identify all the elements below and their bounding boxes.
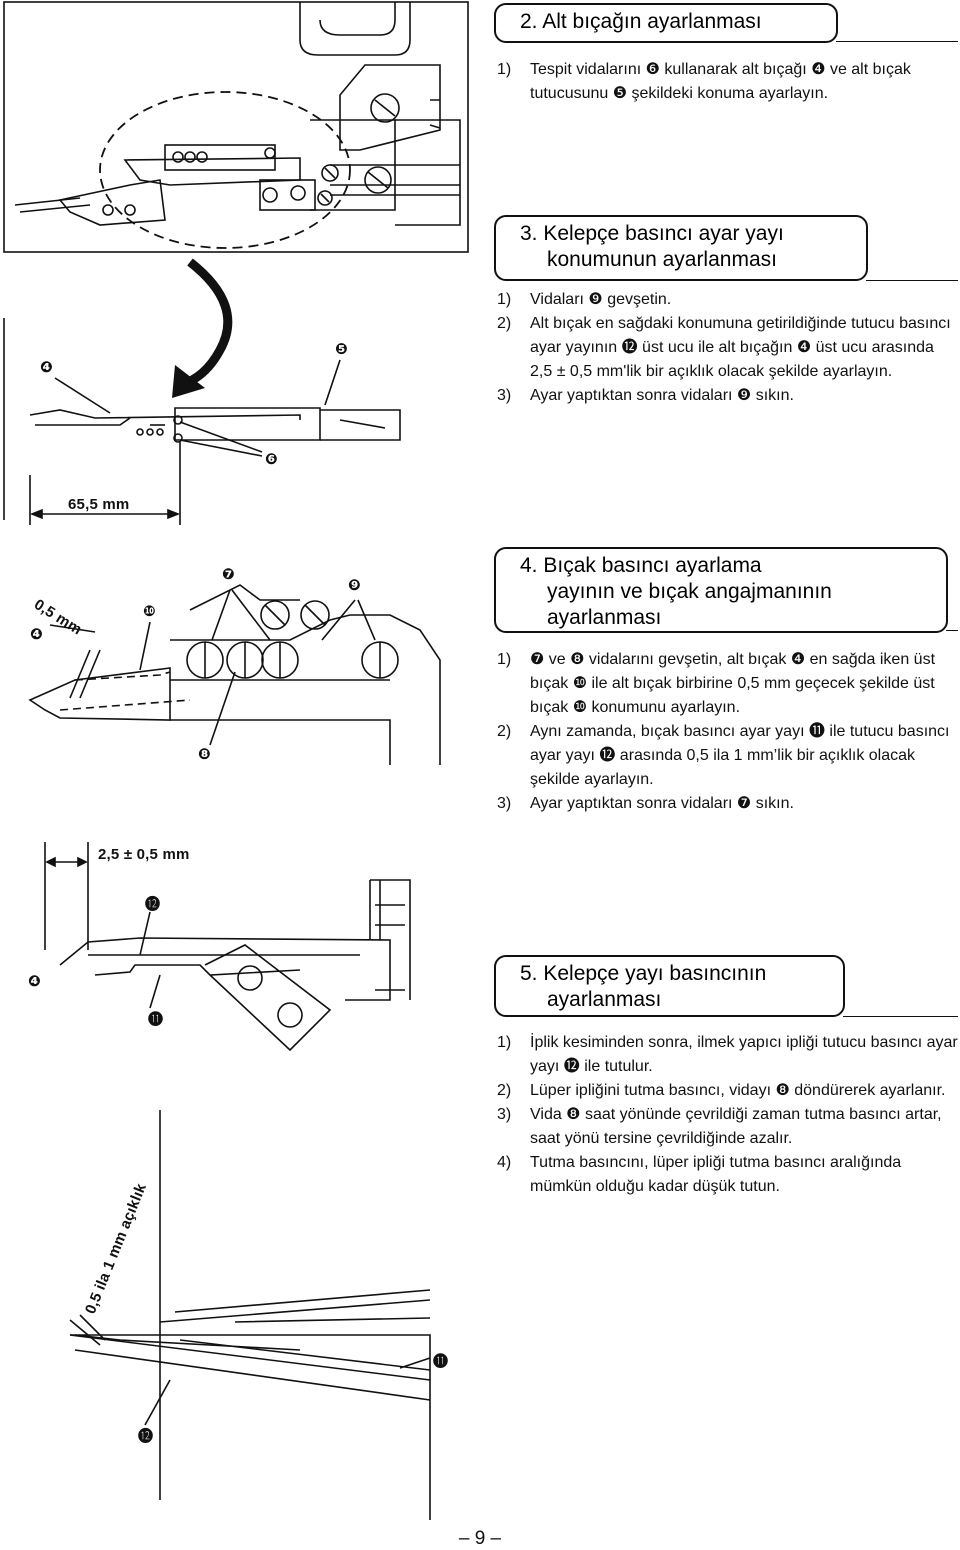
- callout-12: ⓬: [145, 896, 161, 913]
- heading-line: 5. Kelepçe yayı basıncının: [520, 962, 767, 985]
- step-text: Alt bıçak en sağdaki konumuna getirildiğ…: [530, 315, 951, 380]
- section-heading-4: 4. Bıçak basıncı ayarlama yayının ve bıç…: [494, 547, 948, 633]
- step-item: 3) Ayar yaptıktan sonra vidaları ❾ sıkın.: [497, 384, 959, 408]
- heading-line: konumunun ayarlanması: [547, 248, 777, 271]
- step-text: Ayar yaptıktan sonra vidaları ❾ sıkın.: [530, 387, 794, 404]
- step-text: ❼ ve ❽ vidalarını gevşetin, alt bıçak ❹ …: [530, 651, 936, 716]
- step-number: 3): [497, 1106, 512, 1123]
- step-item: 1) ❼ ve ❽ vidalarını gevşetin, alt bıçak …: [497, 648, 959, 720]
- section-rule: [843, 1016, 958, 1017]
- step-text: Ayar yaptıktan sonra vidaları ❼ sıkın.: [530, 795, 794, 812]
- step-number: 1): [497, 651, 512, 668]
- step-item: 1) Vidaları ❾ gevşetin.: [497, 288, 959, 312]
- step-number: 4): [497, 1154, 512, 1171]
- section-rule: [836, 41, 958, 42]
- page-number: – 9 –: [458, 1528, 502, 1549]
- figure-holder-spring: [59, 879, 411, 1052]
- step-item: 4) Tutma basıncını, lüper ipliği tutma ba…: [497, 1151, 959, 1199]
- callout-5: ❺: [335, 341, 348, 358]
- step-text: Vida ❽ saat yönünde çevrildiği zaman tut…: [530, 1106, 942, 1147]
- step-text: Aynı zamanda, bıçak basıncı ayar yayı ⓫ …: [530, 723, 950, 788]
- step-number: 1): [497, 291, 512, 308]
- callout-8: ❽: [198, 746, 211, 763]
- callout-4c: ❹: [28, 973, 41, 990]
- heading-line: ayarlanması: [547, 988, 662, 1011]
- steps-section-3: 1) Vidaları ❾ gevşetin. 2) Alt bıçak en sa…: [497, 288, 959, 408]
- heading-line: 2. Alt bıçağın ayarlanması: [520, 10, 762, 33]
- step-number: 3): [497, 795, 512, 812]
- callout-4b: ❹: [30, 626, 43, 643]
- step-item: 2) Lüper ipliğini tutma basıncı, vidayı ❽…: [497, 1079, 959, 1103]
- callout-4: ❹: [40, 359, 53, 376]
- step-number: 2): [497, 315, 512, 332]
- step-number: 3): [497, 387, 512, 404]
- step-text: Tespit vidalarını ❻ kullanarak alt bıçağ…: [530, 61, 911, 102]
- direction-arrow: [178, 258, 233, 390]
- step-item: 1) İplik kesiminden sonra, ilmek yapıcı i…: [497, 1031, 959, 1079]
- heading-line: yayının ve bıçak angajmanının: [547, 580, 832, 603]
- section-rule: [866, 280, 958, 281]
- callout-6: ❻: [265, 451, 278, 468]
- step-item: 2) Aynı zamanda, bıçak basıncı ayar yayı …: [497, 720, 959, 792]
- figure-gap-detail: [69, 1110, 431, 1520]
- step-item: 2) Alt bıçak en sağdaki konumuna getirild…: [497, 312, 959, 384]
- step-number: 1): [497, 1034, 512, 1051]
- step-item: 1) Tespit vidalarını ❻ kullanarak alt bıç…: [497, 58, 959, 106]
- mechanical-drawings: [3, 1, 469, 1520]
- heading-line: ayarlanması: [547, 606, 662, 629]
- section-heading-5: 5. Kelepçe yayı basıncının ayarlanması: [494, 955, 845, 1017]
- callout-7: ❼: [222, 566, 235, 583]
- dimension-2-5-label: 2,5 ± 0,5 mm: [98, 846, 190, 863]
- step-text: Lüper ipliğini tutma basıncı, vidayı ❽ d…: [530, 1082, 946, 1099]
- figure-knife-holder: [3, 318, 401, 520]
- callout-10: ❿: [143, 603, 156, 620]
- callout-12b: ⓬: [138, 1428, 154, 1445]
- step-number: 2): [497, 1082, 512, 1099]
- dimension-65: [29, 442, 181, 525]
- step-number: 1): [497, 61, 512, 78]
- dimension-65-label: 65,5 mm: [68, 496, 130, 513]
- steps-section-4: 1) ❼ ve ❽ vidalarını gevşetin, alt bıçak …: [497, 648, 959, 816]
- section-rule: [946, 630, 958, 631]
- section-heading-2: 2. Alt bıçağın ayarlanması: [494, 3, 838, 43]
- step-item: 3) Ayar yaptıktan sonra vidaları ❼ sıkın.: [497, 792, 959, 816]
- steps-section-2: 1) Tespit vidalarını ❻ kullanarak alt bıç…: [497, 58, 959, 106]
- step-text: Tutma basıncını, lüper ipliği tutma bası…: [530, 1154, 902, 1195]
- heading-line: 4. Bıçak basıncı ayarlama: [520, 554, 762, 577]
- heading-line: 3. Kelepçe basıncı ayar yayı: [520, 222, 784, 245]
- dimension-2-5: [44, 842, 89, 950]
- step-text: Vidaları ❾ gevşetin.: [530, 291, 672, 308]
- steps-section-5: 1) İplik kesiminden sonra, ilmek yapıcı i…: [497, 1031, 959, 1199]
- section-heading-3: 3. Kelepçe basıncı ayar yayı konumunun a…: [494, 215, 868, 281]
- illustration-column: 65,5 mm 0,5 mm 2,5 ± 0,5 mm 0,5 ila 1 mm…: [3, 1, 469, 1520]
- step-number: 2): [497, 723, 512, 740]
- figure-knife-engagement: [28, 584, 441, 765]
- callout-9: ❾: [348, 577, 361, 594]
- callout-11b: ⓫: [433, 1353, 449, 1370]
- step-item: 3) Vida ❽ saat yönünde çevrildiği zaman t…: [497, 1103, 959, 1151]
- callout-11: ⓫: [148, 1011, 164, 1028]
- step-text: İplik kesiminden sonra, ilmek yapıcı ipl…: [530, 1034, 958, 1075]
- figure-overview: [3, 1, 469, 253]
